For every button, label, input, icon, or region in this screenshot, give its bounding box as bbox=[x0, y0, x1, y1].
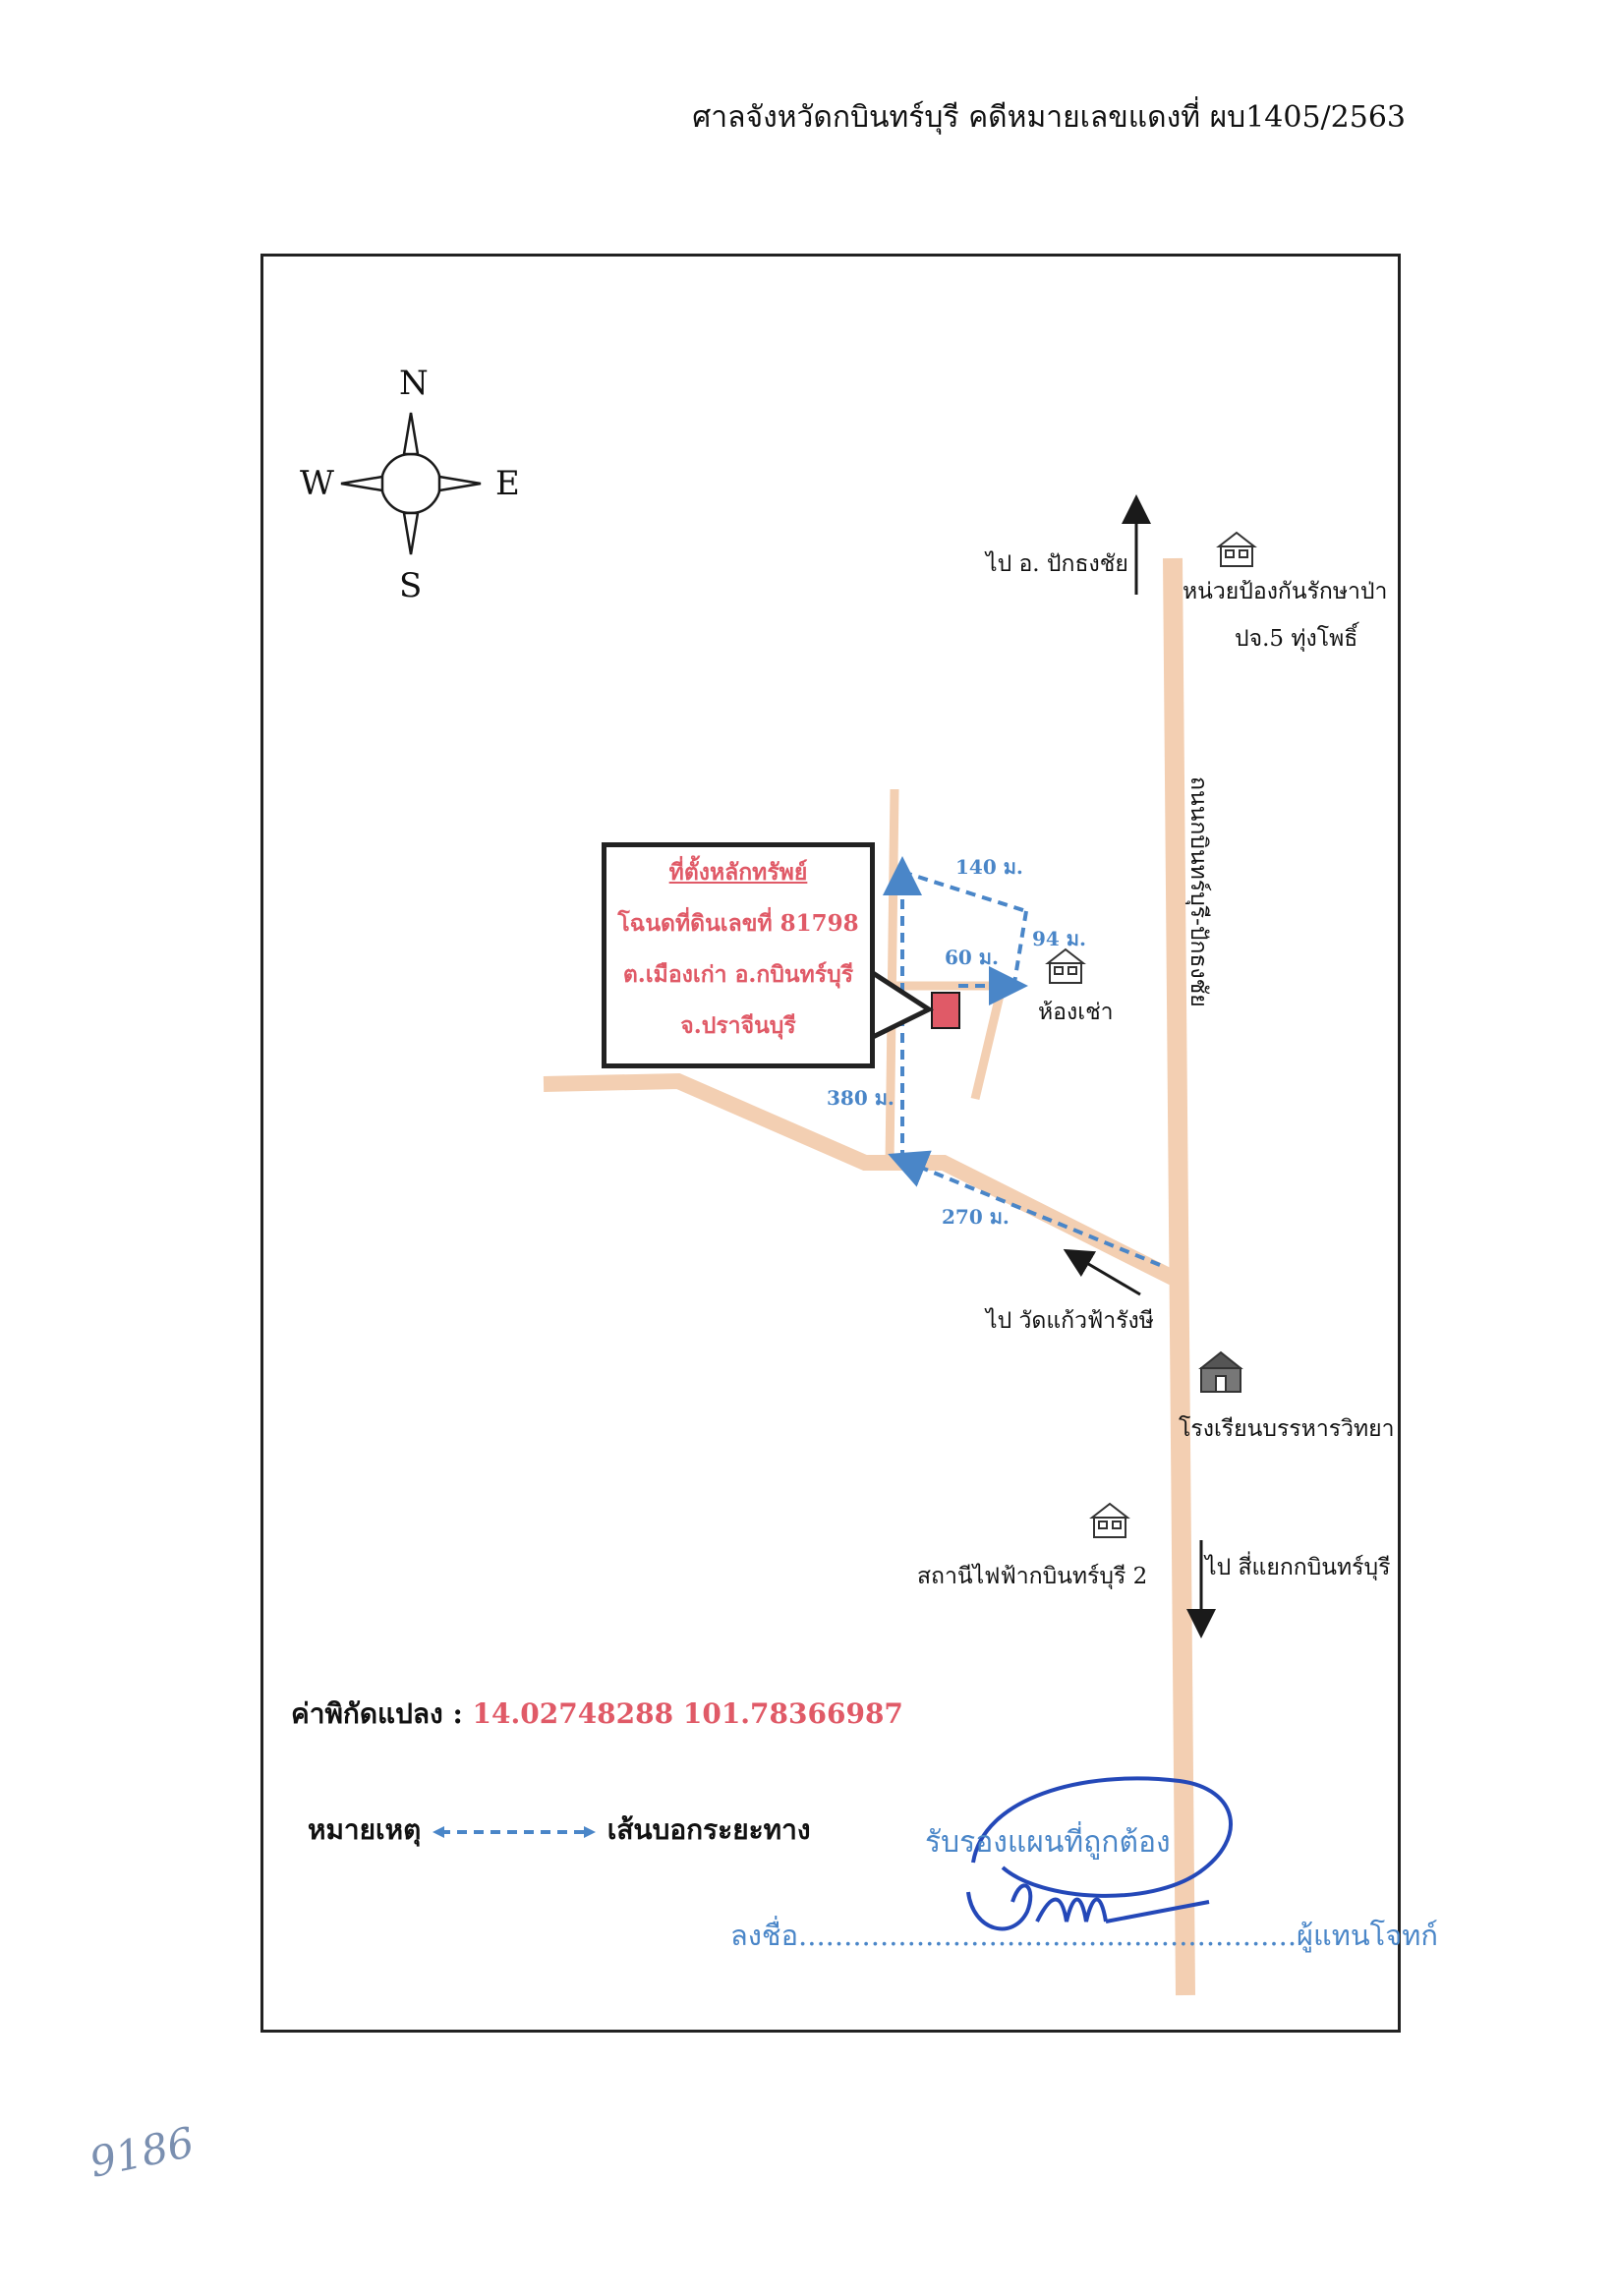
legend-description: เส้นบอกระยะทาง bbox=[606, 1813, 811, 1846]
power-station-building-icon bbox=[1089, 1502, 1130, 1538]
certify-text: รับรองแผนที่ถูกต้อง bbox=[925, 1825, 1171, 1860]
distance-60: 60 ม. bbox=[945, 946, 999, 969]
lane-rental bbox=[970, 981, 1008, 1101]
property-deed: โฉนดที่ดินเลขที่ 81798 bbox=[617, 910, 859, 937]
label-to-temple: ไป วัดแก้วฟ้ารังษี bbox=[986, 1308, 1154, 1334]
parcel-coordinates: ค่าพิกัดแปลง : 14.02748288 101.78366987 bbox=[291, 1693, 903, 1736]
rental-room-building-icon bbox=[1045, 947, 1086, 984]
compass-north: N bbox=[399, 364, 429, 403]
property-info-box: ที่ตั้งหลักทรัพย์ โฉนดที่ดินเลขที่ 81798… bbox=[602, 842, 875, 1068]
distance-94: 94 ม. bbox=[1032, 927, 1086, 950]
compass-east: E bbox=[495, 464, 520, 503]
distance-380: 380 ม. bbox=[827, 1086, 895, 1110]
property-callout-pointer bbox=[871, 970, 935, 1040]
label-forest-unit-line1: หน่วยป้องกันรักษาป่า bbox=[1183, 579, 1388, 604]
arrow-to-temple bbox=[1063, 1248, 1141, 1296]
label-power-station: สถานีไฟฟ้ากบินทร์บุรี 2 bbox=[917, 1564, 1148, 1589]
coordinates-value: 14.02748288 101.78366987 bbox=[472, 1697, 903, 1730]
label-to-intersection: ไป สี่แยกกบินทร์บุรี bbox=[1205, 1555, 1391, 1580]
main-road bbox=[1163, 557, 1195, 1996]
signature-line: ลงชื่อ..................................… bbox=[730, 1919, 1438, 1952]
compass-south: S bbox=[399, 566, 423, 605]
label-forest-unit-line2: ปจ.5 ทุ่งโพธิ์ bbox=[1235, 626, 1358, 652]
school-building-icon bbox=[1198, 1350, 1243, 1393]
lane-north bbox=[885, 788, 899, 1164]
compass-icon bbox=[340, 412, 482, 555]
coordinates-label: ค่าพิกัดแปลง : bbox=[291, 1697, 463, 1730]
map-frame bbox=[260, 254, 1401, 2033]
property-province: จ.ปราจีนบุรี bbox=[680, 1012, 796, 1039]
label-to-north: ไป อ. ปักธงชัย bbox=[986, 551, 1128, 577]
label-rental-room: ห้องเช่า bbox=[1038, 1000, 1114, 1025]
legend-dashed-arrow-icon bbox=[433, 1825, 597, 1838]
distance-270: 270 ม. bbox=[942, 1205, 1010, 1229]
distance-140: 140 ม. bbox=[955, 855, 1023, 879]
side-road-west bbox=[543, 1072, 1177, 1286]
distance-routes bbox=[883, 856, 1161, 1267]
handwritten-note: 9186 bbox=[86, 2118, 199, 2187]
label-road-name: ถนนกบินทร์บุรี-ปักธงชัย bbox=[1185, 776, 1211, 1007]
compass-west: W bbox=[300, 464, 334, 503]
property-marker bbox=[931, 992, 960, 1029]
roads bbox=[543, 557, 1195, 1996]
legend-label: หมายเหตุ bbox=[308, 1813, 422, 1846]
property-district: ต.เมืองเก่า อ.กบินทร์บุรี bbox=[622, 961, 854, 988]
legend: หมายเหตุ เส้นบอกระยะทาง bbox=[308, 1808, 810, 1852]
property-title: ที่ตั้งหลักทรัพย์ bbox=[668, 859, 808, 886]
document-header: ศาลจังหวัดกบินทร์บุรี คดีหมายเลขแดงที่ ผ… bbox=[692, 100, 1406, 135]
signature-icon bbox=[966, 1776, 1234, 1931]
label-school: โรงเรียนบรรหารวิทยา bbox=[1179, 1416, 1395, 1442]
forest-unit-building-icon bbox=[1216, 531, 1257, 567]
